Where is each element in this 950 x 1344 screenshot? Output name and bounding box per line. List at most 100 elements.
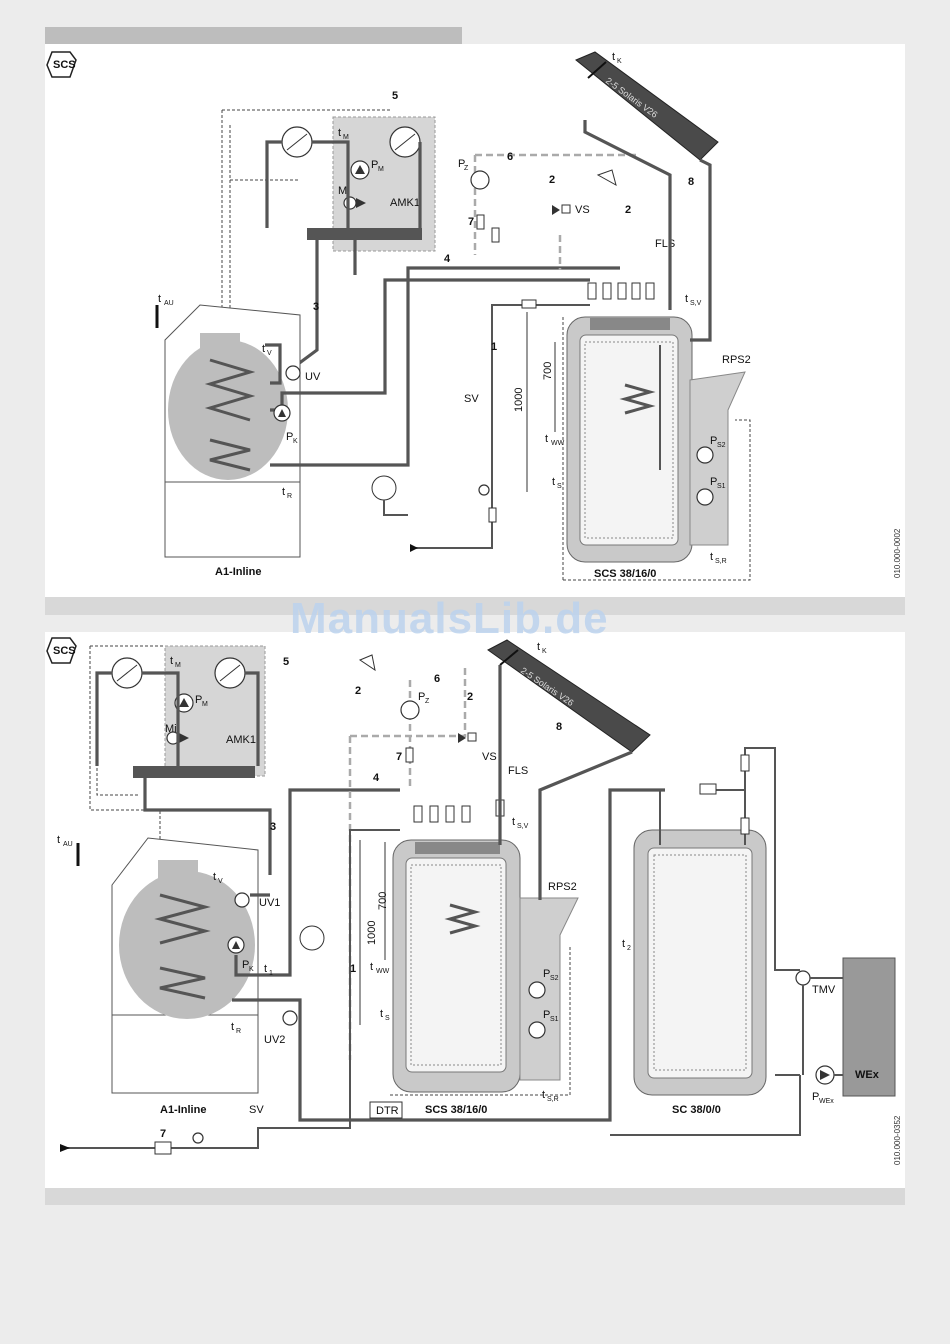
svg-text:2: 2 xyxy=(467,691,473,703)
svg-text:S,R: S,R xyxy=(715,558,727,565)
svg-text:FLS: FLS xyxy=(508,765,528,777)
solar-tank-1: SCS 38/16/0 t WW t S xyxy=(545,316,693,580)
svg-text:1000: 1000 xyxy=(513,388,525,412)
svg-text:WW: WW xyxy=(376,968,390,975)
svg-text:t: t xyxy=(158,293,161,305)
svg-text:t: t xyxy=(213,871,216,883)
svg-text:WW: WW xyxy=(551,440,565,447)
svg-text:FLS: FLS xyxy=(655,238,675,250)
pump-ps2 xyxy=(696,446,714,464)
svg-text:3: 3 xyxy=(313,301,319,313)
svg-text:Mi: Mi xyxy=(165,723,177,735)
svg-text:700: 700 xyxy=(377,892,389,910)
svg-text:SV: SV xyxy=(464,393,479,405)
svg-text:P: P xyxy=(242,959,249,971)
svg-text:6: 6 xyxy=(434,673,440,685)
svg-text:VS: VS xyxy=(575,204,590,216)
svg-text:WEx: WEx xyxy=(819,1098,834,1105)
pump-ps1-2 xyxy=(528,1021,546,1039)
storage-tank-2: SC 38/0/0 t 2 xyxy=(622,829,767,1116)
svg-text:S2: S2 xyxy=(550,975,559,982)
svg-text:700: 700 xyxy=(542,362,554,380)
svg-text:2: 2 xyxy=(549,174,555,186)
svg-text:RPS2: RPS2 xyxy=(722,354,751,366)
svg-text:R: R xyxy=(287,493,292,500)
svg-text:t: t xyxy=(612,51,615,63)
svg-text:P: P xyxy=(710,435,717,447)
svg-text:UV1: UV1 xyxy=(259,897,280,909)
svg-text:S2: S2 xyxy=(717,442,726,449)
svg-text:P: P xyxy=(812,1091,819,1103)
header-bar xyxy=(45,27,462,44)
svg-text:P: P xyxy=(543,968,550,980)
svg-text:t: t xyxy=(370,961,373,973)
pump-ps1 xyxy=(696,488,714,506)
svg-text:S: S xyxy=(385,1015,390,1022)
svg-text:SV: SV xyxy=(249,1104,264,1116)
footer-bar xyxy=(45,1188,905,1205)
valve-tmv xyxy=(795,970,811,986)
valve-uv xyxy=(285,365,301,381)
svg-text:K: K xyxy=(293,438,298,445)
svg-text:VS: VS xyxy=(482,751,497,763)
svg-text:M: M xyxy=(343,134,349,141)
svg-text:S1: S1 xyxy=(717,483,726,490)
svg-text:S,R: S,R xyxy=(547,1096,559,1103)
svg-text:1: 1 xyxy=(269,970,273,977)
expansion-vessel-2 xyxy=(299,925,325,951)
svg-text:t: t xyxy=(264,963,267,975)
shower-icon xyxy=(596,169,617,187)
svg-text:t: t xyxy=(545,433,548,445)
boiler-2: A1-Inline xyxy=(111,837,259,1116)
pump-pz-2 xyxy=(400,700,420,720)
svg-text:7: 7 xyxy=(396,751,402,763)
svg-text:K: K xyxy=(542,648,547,655)
drawing-ref-1: 010.000-0002 xyxy=(893,528,902,578)
svg-text:Z: Z xyxy=(464,165,469,172)
svg-text:7: 7 xyxy=(468,216,474,228)
svg-text:2: 2 xyxy=(355,685,361,697)
svg-text:S,V: S,V xyxy=(517,823,529,830)
svg-text:t: t xyxy=(542,1089,545,1101)
svg-text:4: 4 xyxy=(444,253,451,265)
svg-text:t: t xyxy=(231,1021,234,1033)
svg-text:P: P xyxy=(418,691,425,703)
svg-text:t: t xyxy=(57,834,60,846)
shower-icon-2 xyxy=(358,654,376,672)
svg-text:M: M xyxy=(202,701,208,708)
distributor-bar-2 xyxy=(133,766,255,778)
dtr-box xyxy=(369,1101,403,1119)
watermark: ManualsLib.de xyxy=(290,594,609,643)
svg-text:DTR: DTR xyxy=(376,1105,399,1117)
solar-collector-1: 2-5 Solaris V26 t K xyxy=(575,51,719,161)
svg-text:8: 8 xyxy=(556,721,562,733)
svg-text:t: t xyxy=(685,293,688,305)
svg-text:Mi: Mi xyxy=(338,185,350,197)
svg-text:t: t xyxy=(262,343,265,355)
svg-text:SCS: SCS xyxy=(53,645,76,657)
svg-text:P: P xyxy=(286,431,293,443)
valve-uv1 xyxy=(234,892,250,908)
wex-unit xyxy=(842,957,896,1097)
pump-pz xyxy=(470,170,490,190)
expansion-vessel xyxy=(371,475,397,501)
svg-text:S,V: S,V xyxy=(690,300,702,307)
pressure-gauge-2 xyxy=(192,1132,204,1144)
svg-text:TMV: TMV xyxy=(812,984,836,996)
svg-text:t: t xyxy=(512,816,515,828)
tank2-label: SC 38/0/0 xyxy=(672,1104,721,1116)
svg-text:t: t xyxy=(622,938,625,950)
svg-text:M: M xyxy=(175,662,181,669)
svg-text:R: R xyxy=(236,1028,241,1035)
svg-text:t: t xyxy=(537,641,540,653)
svg-text:P: P xyxy=(543,1009,550,1021)
svg-text:8: 8 xyxy=(688,176,694,188)
scs-badge-2: SCS xyxy=(46,637,77,664)
svg-text:1: 1 xyxy=(350,963,356,975)
svg-text:S1: S1 xyxy=(550,1016,559,1023)
svg-text:RPS2: RPS2 xyxy=(548,881,577,893)
svg-text:2: 2 xyxy=(625,204,631,216)
svg-text:AMK1: AMK1 xyxy=(226,734,256,746)
svg-text:UV: UV xyxy=(305,371,321,383)
svg-text:t: t xyxy=(710,551,713,563)
